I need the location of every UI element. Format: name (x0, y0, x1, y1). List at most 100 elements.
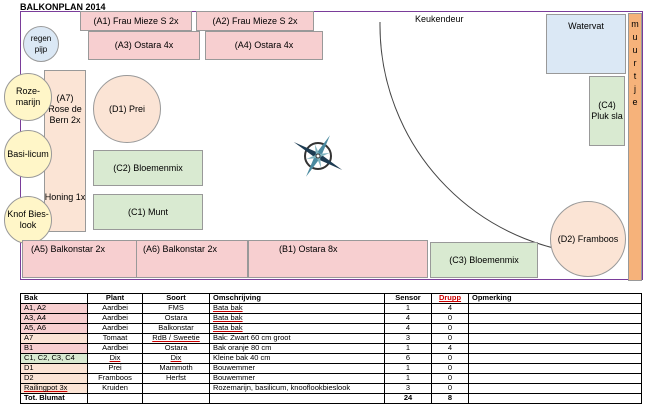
cell-soort: Herfst (142, 373, 210, 384)
table-row: C1, C2, C3, C4 Dix Dix Kleine bak 40 cm … (20, 353, 642, 364)
cell-plant: Tomaat (87, 333, 143, 344)
box-c1: (C1) Munt (93, 194, 203, 230)
cell-omschrijving: Bouwemmer (209, 363, 385, 374)
cell-soort (142, 383, 210, 394)
cell-omschrijving (209, 393, 385, 404)
page-title: BALKONPLAN 2014 (20, 2, 106, 12)
cell-opmerking (468, 333, 642, 344)
regenpijp: regen pijp (23, 26, 59, 62)
cell-bak: A7 (20, 333, 88, 344)
box-c4: (C4) Pluk sla (589, 76, 625, 146)
cell-drupp: 0 (431, 383, 469, 394)
cell-sensor: 3 (384, 333, 432, 344)
cell-omschrijving: Bouwemmer (209, 373, 385, 384)
cell-opmerking (468, 383, 642, 394)
cell-plant: Aardbei (87, 343, 143, 354)
cell-bak: D1 (20, 363, 88, 374)
cell-opmerking (468, 343, 642, 354)
cell-plant: Framboos (87, 373, 143, 384)
cell-omschrijving: Bata bak (209, 313, 385, 324)
cell-plant: Kruiden (87, 383, 143, 394)
cell-bak: Railingpot 3x (20, 383, 88, 394)
cell-soort: RdB / Sweetie (142, 333, 210, 344)
cell-drupp: 0 (431, 313, 469, 324)
table-row: A1, A2 Aardbei FMS Bata bak 1 4 (20, 303, 642, 314)
herb-rozemarijn: Roze-marijn (4, 73, 52, 121)
watervat: Watervat (546, 14, 626, 74)
cell-soort: FMS (142, 303, 210, 314)
cell-opmerking (468, 353, 642, 364)
cell-sensor: 4 (384, 323, 432, 334)
plant-table: Bak Plant Soort Omschrijving Sensor Drup… (20, 293, 642, 404)
cell-plant: Aardbei (87, 313, 143, 324)
herb-basilicum: Basi-licum (4, 130, 52, 178)
header-sensor: Sensor (384, 293, 432, 304)
cell-soort: Ostara (142, 313, 210, 324)
box-c3: (C3) Bloemenmix (430, 242, 538, 278)
table-row: B1 Aardbei Ostara Bak oranje 80 cm 1 4 (20, 343, 642, 354)
table-row: A5, A6 Aardbei Balkonstar Bata bak 4 0 (20, 323, 642, 334)
cell-sensor: 6 (384, 353, 432, 364)
cell-opmerking (468, 373, 642, 384)
cell-sensor: 1 (384, 343, 432, 354)
cell-drupp: 0 (431, 333, 469, 344)
cell-soort: Dix (142, 353, 210, 364)
cell-plant: Prei (87, 363, 143, 374)
cell-sensor: 4 (384, 313, 432, 324)
cell-soort: Balkonstar (142, 323, 210, 334)
header-soort: Soort (142, 293, 210, 304)
cell-plant: Aardbei (87, 323, 143, 334)
box-b1: (B1) Ostara 8x (248, 240, 428, 278)
table-row: D1 Prei Mammoth Bouwemmer 1 0 (20, 363, 642, 374)
cell-drupp: 0 (431, 363, 469, 374)
table-row: D2 Framboos Herfst Bouwemmer 1 0 (20, 373, 642, 384)
cell-omschrijving: Kleine bak 40 cm (209, 353, 385, 364)
herb-knofbieslook: Knof Bies-look (4, 196, 52, 244)
muurtje: m u u r t j e (628, 13, 642, 281)
table-total-row: Tot. Blumat 24 8 (20, 393, 642, 404)
cell-bak: B1 (20, 343, 88, 354)
table-row: A3, A4 Aardbei Ostara Bata bak 4 0 (20, 313, 642, 324)
cell-drupp: 0 (431, 353, 469, 364)
cell-bak: A3, A4 (20, 313, 88, 324)
cell-sensor: 24 (384, 393, 432, 404)
box-a4: (A4) Ostara 4x (205, 31, 323, 60)
table-row: Railingpot 3x Kruiden Rozemarijn, basili… (20, 383, 642, 394)
cell-plant: Dix (87, 353, 143, 364)
box-a3: (A3) Ostara 4x (88, 31, 200, 60)
cell-bak: Tot. Blumat (20, 393, 88, 404)
cell-bak: A1, A2 (20, 303, 88, 314)
cell-opmerking (468, 323, 642, 334)
table-header-row: Bak Plant Soort Omschrijving Sensor Drup… (20, 293, 642, 304)
cell-bak: D2 (20, 373, 88, 384)
cell-opmerking (468, 393, 642, 404)
cell-sensor: 3 (384, 383, 432, 394)
cell-drupp: 0 (431, 323, 469, 334)
table-row: A7 Tomaat RdB / Sweetie Bak: Zwart 60 cm… (20, 333, 642, 344)
cell-drupp: 4 (431, 343, 469, 354)
cell-omschrijving: Bata bak (209, 303, 385, 314)
header-opmerking: Opmerking (468, 293, 642, 304)
cell-omschrijving: Bak: Zwart 60 cm groot (209, 333, 385, 344)
cell-soort (142, 393, 210, 404)
cell-drupp: 8 (431, 393, 469, 404)
cell-sensor: 1 (384, 303, 432, 314)
cell-plant (87, 393, 143, 404)
cell-omschrijving: Rozemarijn, basilicum, knooflookbieslook (209, 383, 385, 394)
keukendeur-label: Keukendeur (415, 14, 464, 24)
cell-drupp: 4 (431, 303, 469, 314)
box-a6: (A6) Balkonstar 2x (136, 240, 248, 278)
cell-omschrijving: Bata bak (209, 323, 385, 334)
box-c2: (C2) Bloemenmix (93, 150, 203, 186)
header-omschrijving: Omschrijving (209, 293, 385, 304)
cell-omschrijving: Bak oranje 80 cm (209, 343, 385, 354)
header-drupp: Drupp (431, 293, 469, 304)
header-plant: Plant (87, 293, 143, 304)
header-bak: Bak (20, 293, 88, 304)
cell-opmerking (468, 313, 642, 324)
cell-opmerking (468, 363, 642, 374)
cell-sensor: 1 (384, 373, 432, 384)
cell-opmerking (468, 303, 642, 314)
cell-sensor: 1 (384, 363, 432, 374)
cell-soort: Mammoth (142, 363, 210, 374)
